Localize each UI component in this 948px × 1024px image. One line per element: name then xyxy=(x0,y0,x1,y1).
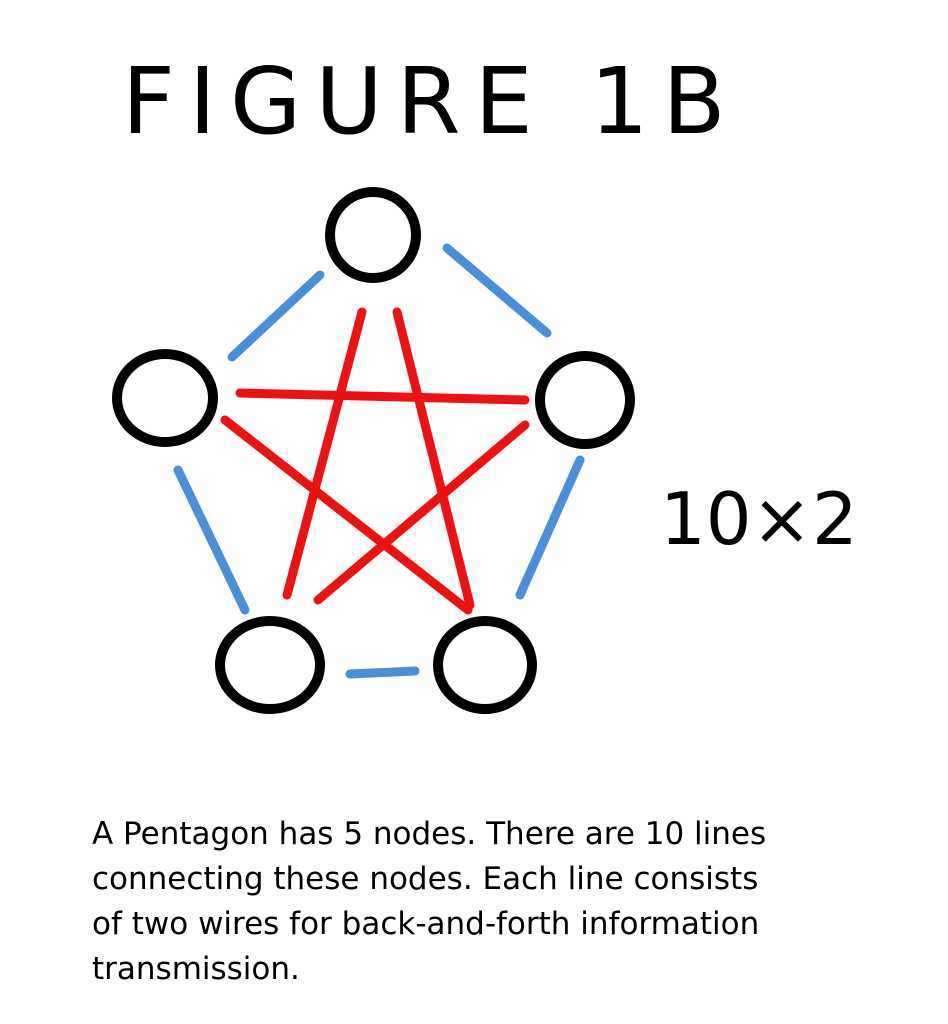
edge-top-right xyxy=(442,243,552,338)
edge-left-bottomleft xyxy=(173,465,250,615)
node-left xyxy=(112,349,218,447)
edge-top-bottomleft xyxy=(282,307,367,600)
edge-top-bottomright xyxy=(392,307,475,610)
figure-title: FIGURE 1B xyxy=(122,48,740,155)
node-bottom-right xyxy=(433,616,537,714)
caption-line: of two wires for back-and-forth informat… xyxy=(92,906,760,942)
caption-line: transmission. xyxy=(92,951,300,987)
caption: A Pentagon has 5 nodes. There are 10 lin… xyxy=(92,812,912,992)
multiplier-label: 10×2 xyxy=(660,477,858,561)
edge-right-bottomleft xyxy=(313,420,530,605)
edge-right-bottomright xyxy=(515,455,585,600)
inner-edges xyxy=(220,307,530,615)
caption-line: connecting these nodes. Each line consis… xyxy=(92,861,759,897)
nodes xyxy=(112,187,635,714)
node-top xyxy=(325,187,421,283)
edge-bottom xyxy=(345,666,420,679)
node-right xyxy=(535,351,635,449)
caption-line: A Pentagon has 5 nodes. There are 10 lin… xyxy=(92,816,767,852)
edge-left-right xyxy=(235,388,530,405)
node-bottom-left xyxy=(215,616,325,714)
edge-top-left xyxy=(227,270,325,362)
outer-edges xyxy=(173,243,585,679)
edge-left-bottomright xyxy=(220,415,473,615)
